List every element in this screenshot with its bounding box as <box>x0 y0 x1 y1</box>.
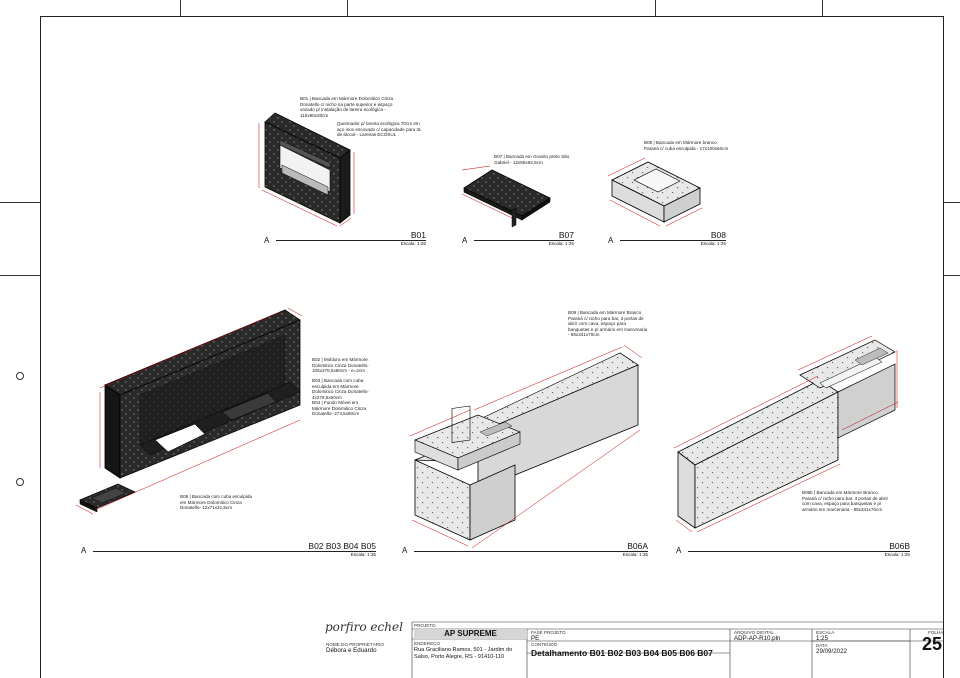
file-value: ADP-AP-R10.pln <box>734 635 781 642</box>
b06a-view-letter: A <box>402 546 408 555</box>
b01-view-letter: A <box>264 236 270 245</box>
project-label: PROJETO <box>414 623 436 628</box>
b02-view-title: B02 B03 B04 B05 <box>308 541 376 551</box>
file-label: ARQUIVO DIGITAL <box>734 630 774 635</box>
b07-view-title: B07 <box>558 230 574 240</box>
b01-note: B01 | Bancada em Mármore Dolomitico Cinz… <box>300 96 394 118</box>
owner-label: NOME DO PROPRIETÁRIO <box>326 642 384 647</box>
owner-value: Débora e Eduardo <box>326 647 377 654</box>
sheet-number: 25 <box>921 634 942 654</box>
content-value: Detalhamento B01 B02 B03 B04 B05 B06 B07 <box>531 648 713 658</box>
b06a-view-title: B06A <box>627 541 648 551</box>
b07-note: B07 | Bancada em Granito preto São Gabri… <box>494 154 570 165</box>
b01-view-line <box>276 240 426 241</box>
b01-view-scale: Escala: 1:25 <box>400 241 426 246</box>
date-label: DATA <box>816 643 828 648</box>
b06b-note: B06b | Bancada em Mármore Branco Paraná … <box>802 490 889 512</box>
address-value: Rua Graciliano Ramos, 501 - Jardim do Sa… <box>414 647 513 660</box>
b07-view-letter: A <box>462 236 468 245</box>
project-value: AP SUPREME <box>414 629 527 639</box>
sheet-frame <box>40 16 944 678</box>
right-tick <box>944 275 960 276</box>
b02-view-letter: A <box>81 546 87 555</box>
scale-label: ESCALA <box>816 630 835 635</box>
b06b-view-line <box>688 551 910 552</box>
left-tick <box>0 202 40 203</box>
phase-value: PE <box>531 635 540 642</box>
b08-view-scale: Escala: 1:25 <box>700 241 726 246</box>
top-tick <box>822 0 823 16</box>
b08-note: B08 | Bancada em Mármore branco Paraná c… <box>644 140 729 151</box>
date-value: 29/09/2022 <box>816 648 847 655</box>
b06b-view-scale: Escala: 1:25 <box>884 552 910 557</box>
b05-note: B05 | Bancada com cuba esculpida em Márm… <box>180 494 252 511</box>
logo: porfiro echel <box>325 620 403 634</box>
content-label: CONTEÚDO <box>531 642 558 647</box>
b06a-note: B06 | Bancada em Mármore Branco Paraná c… <box>568 310 648 338</box>
b07-view-line <box>474 240 574 241</box>
b08-view-line <box>620 240 726 241</box>
b06b-view-title: B06B <box>889 541 910 551</box>
b01-view-title: B01 <box>410 230 426 240</box>
b07-view-scale: Escala: 1:25 <box>548 241 574 246</box>
b06a-view-scale: Escala: 1:25 <box>622 552 648 557</box>
b02-view-scale: Escala: 1:25 <box>350 552 376 557</box>
top-tick <box>180 0 181 16</box>
b08-view-title: B08 <box>710 230 726 240</box>
top-tick <box>655 0 656 16</box>
b08-view-letter: A <box>608 236 614 245</box>
b02-view-line <box>93 551 376 552</box>
b02-note: B02 | Moldura em Mármore Dolomitico Cinz… <box>312 357 369 374</box>
sheet-label: FOLHA <box>928 630 944 635</box>
phase-label: FASE PROJETO <box>531 630 566 635</box>
address-label: ENDEREÇO <box>414 641 441 646</box>
right-tick <box>944 202 960 203</box>
top-tick <box>347 0 348 16</box>
binding-hole <box>16 478 24 486</box>
b03-note: B03 | Bancada com cuba esculpida em Márm… <box>312 378 369 400</box>
b04-note: B04 | Fundo Móvel em Mármore Dolomitico … <box>312 400 367 417</box>
left-tick <box>0 275 40 276</box>
b06b-view-letter: A <box>676 546 682 555</box>
b06a-view-line <box>414 551 648 552</box>
binding-hole <box>16 372 24 380</box>
b01-burner-note: Queimador p/ lareira ecológica 70cm em a… <box>337 121 422 138</box>
scale-value: 1:25 <box>816 635 829 642</box>
